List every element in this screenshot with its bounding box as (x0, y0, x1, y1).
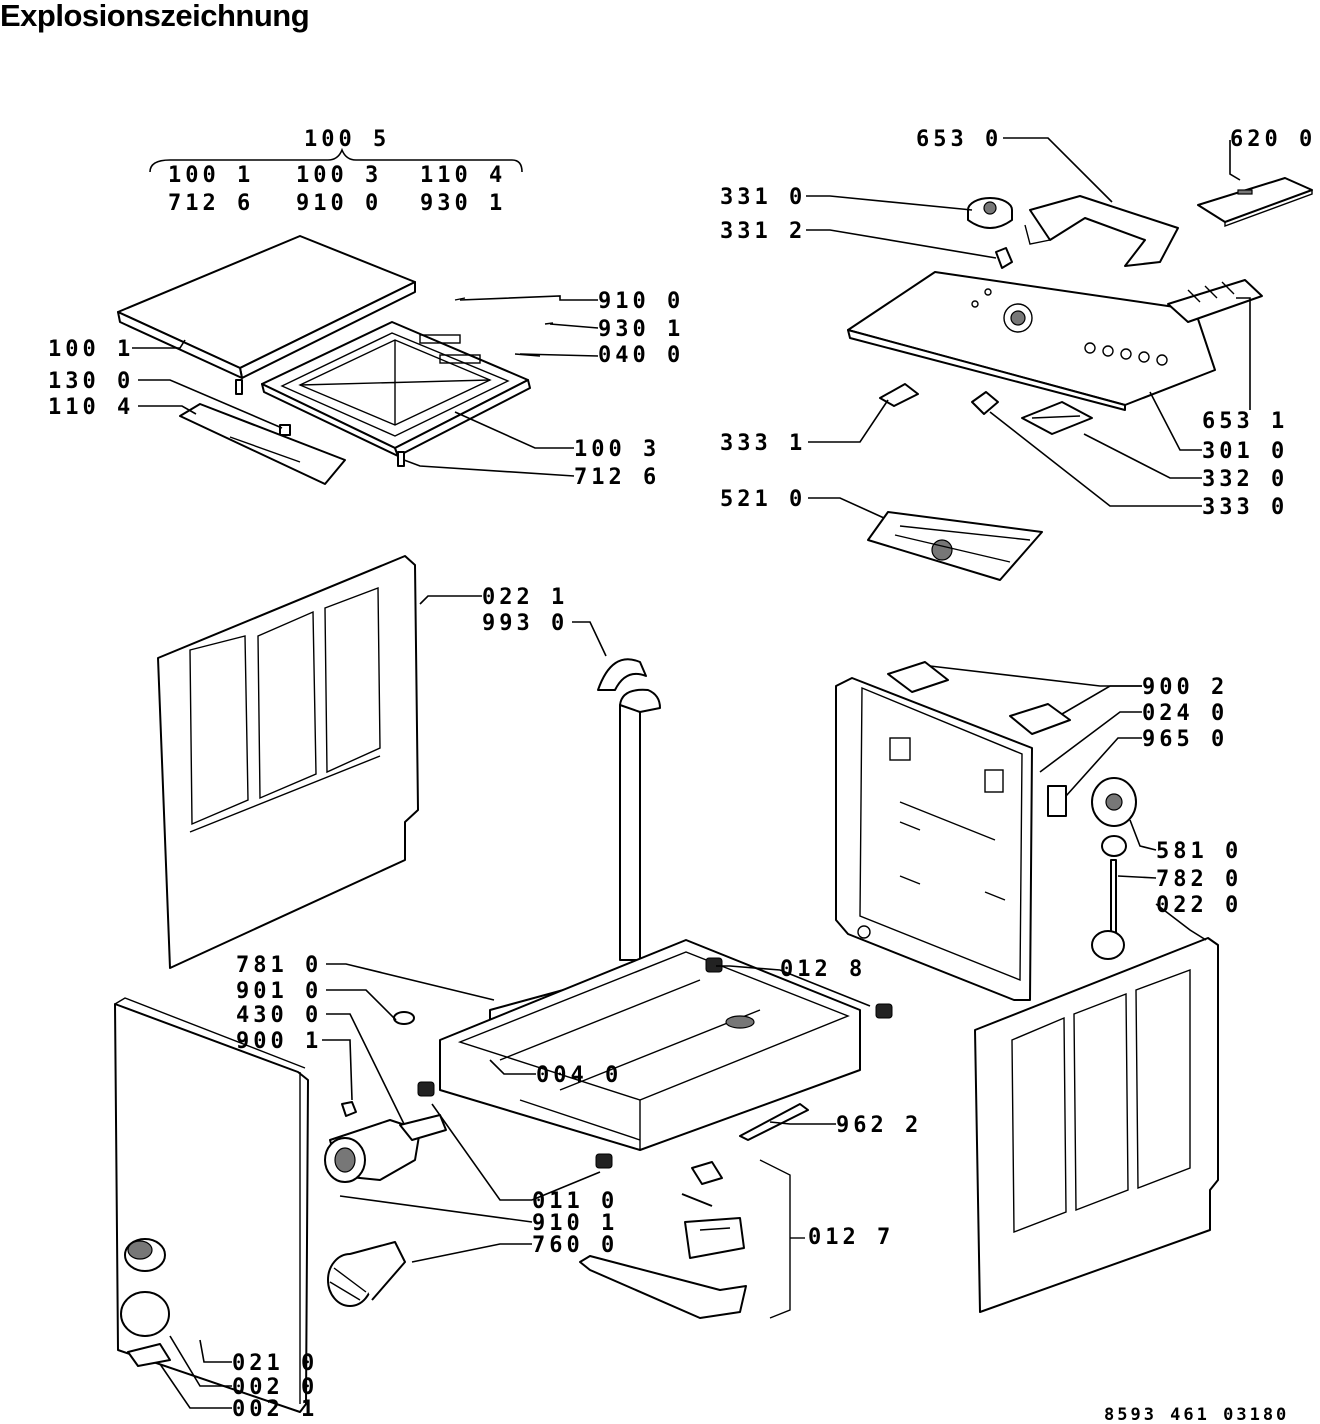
group-label: 110 4 (420, 163, 506, 188)
group-label: 930 1 (420, 191, 506, 216)
part-number-label: 581 0 (1156, 839, 1242, 864)
group-bracket (149, 147, 523, 173)
part-number-label: 910 1 (532, 1211, 618, 1236)
flap-part (120, 1291, 171, 1367)
part-number-label: 900 2 (1142, 675, 1228, 700)
part-number-label: 965 0 (1142, 727, 1228, 752)
part-number-label: 712 6 (574, 465, 660, 490)
pcb-part (867, 511, 1043, 581)
part-number-label: 331 2 (720, 219, 806, 244)
control-panel-part (847, 271, 1216, 411)
page-title: Explosionszeichnung (0, 0, 310, 33)
part-number-label: 901 0 (236, 979, 322, 1004)
document-number: 8593 461 03180 (1104, 1405, 1289, 1424)
part-number-label: 301 0 (1202, 439, 1288, 464)
part-number-label: 024 0 (1142, 701, 1228, 726)
small-electronics-parts (879, 383, 1093, 435)
group-header-label: 100 5 (304, 127, 390, 152)
part-number-label: 022 1 (482, 585, 568, 610)
part-number-label: 004 0 (536, 1063, 622, 1088)
part-number-label: 900 1 (236, 1029, 322, 1054)
part-number-label: 653 1 (1202, 409, 1288, 434)
part-number-label: 012 8 (780, 957, 866, 982)
part-number-label: 620 0 (1230, 127, 1316, 152)
part-number-label: 430 0 (236, 1003, 322, 1028)
part-number-label: 782 0 (1156, 867, 1242, 892)
small-parts-top (235, 297, 554, 467)
group-label: 100 1 (168, 163, 254, 188)
part-number-label: 332 0 (1202, 467, 1288, 492)
part-number-label: 100 1 (48, 337, 134, 362)
panel-bracket-part (1024, 195, 1179, 267)
part-number-label: 993 0 (482, 611, 568, 636)
back-panel-part (835, 677, 1033, 1001)
pump-part (324, 1101, 447, 1183)
filter-part (327, 1241, 406, 1307)
group-label: 100 3 (296, 163, 382, 188)
base-frame-part (439, 939, 861, 1151)
part-number-label: 962 2 (836, 1113, 922, 1138)
capacitor-part (1091, 777, 1137, 960)
part-number-label: 022 0 (1156, 893, 1242, 918)
part-number-label: 110 4 (48, 395, 134, 420)
leader-lines (132, 137, 1251, 1409)
part-number-label: 781 0 (236, 953, 322, 978)
knob-part (967, 197, 1013, 269)
part-number-label: 002 1 (232, 1397, 318, 1422)
part-number-label: 333 1 (720, 431, 806, 456)
part-number-label: 100 3 (574, 437, 660, 462)
part-number-label: 012 7 (808, 1225, 894, 1250)
group-label: 910 0 (296, 191, 382, 216)
handle-part (179, 403, 346, 485)
side-panel-right-part (974, 937, 1219, 1313)
group-label: 712 6 (168, 191, 254, 216)
part-number-label: 331 0 (720, 185, 806, 210)
top-frame-part (261, 321, 531, 457)
display-board-part (1197, 177, 1313, 228)
hinge-parts (887, 661, 1071, 817)
part-number-label: 011 0 (532, 1189, 618, 1214)
part-number-label: 040 0 (598, 343, 684, 368)
part-number-label: 130 0 (48, 369, 134, 394)
base-parts-group (579, 1159, 805, 1319)
part-number-label: 002 0 (232, 1375, 318, 1400)
side-panel-left-part (157, 555, 419, 969)
part-number-label: 021 0 (232, 1351, 318, 1376)
part-number-label: 521 0 (720, 487, 806, 512)
part-number-label: 653 0 (916, 127, 1002, 152)
switch-part (1167, 279, 1263, 323)
part-number-label: 333 0 (1202, 495, 1288, 520)
part-number-label: 910 0 (598, 289, 684, 314)
lid-part (117, 235, 416, 379)
part-number-label: 930 1 (598, 317, 684, 342)
part-number-label: 760 0 (532, 1233, 618, 1258)
